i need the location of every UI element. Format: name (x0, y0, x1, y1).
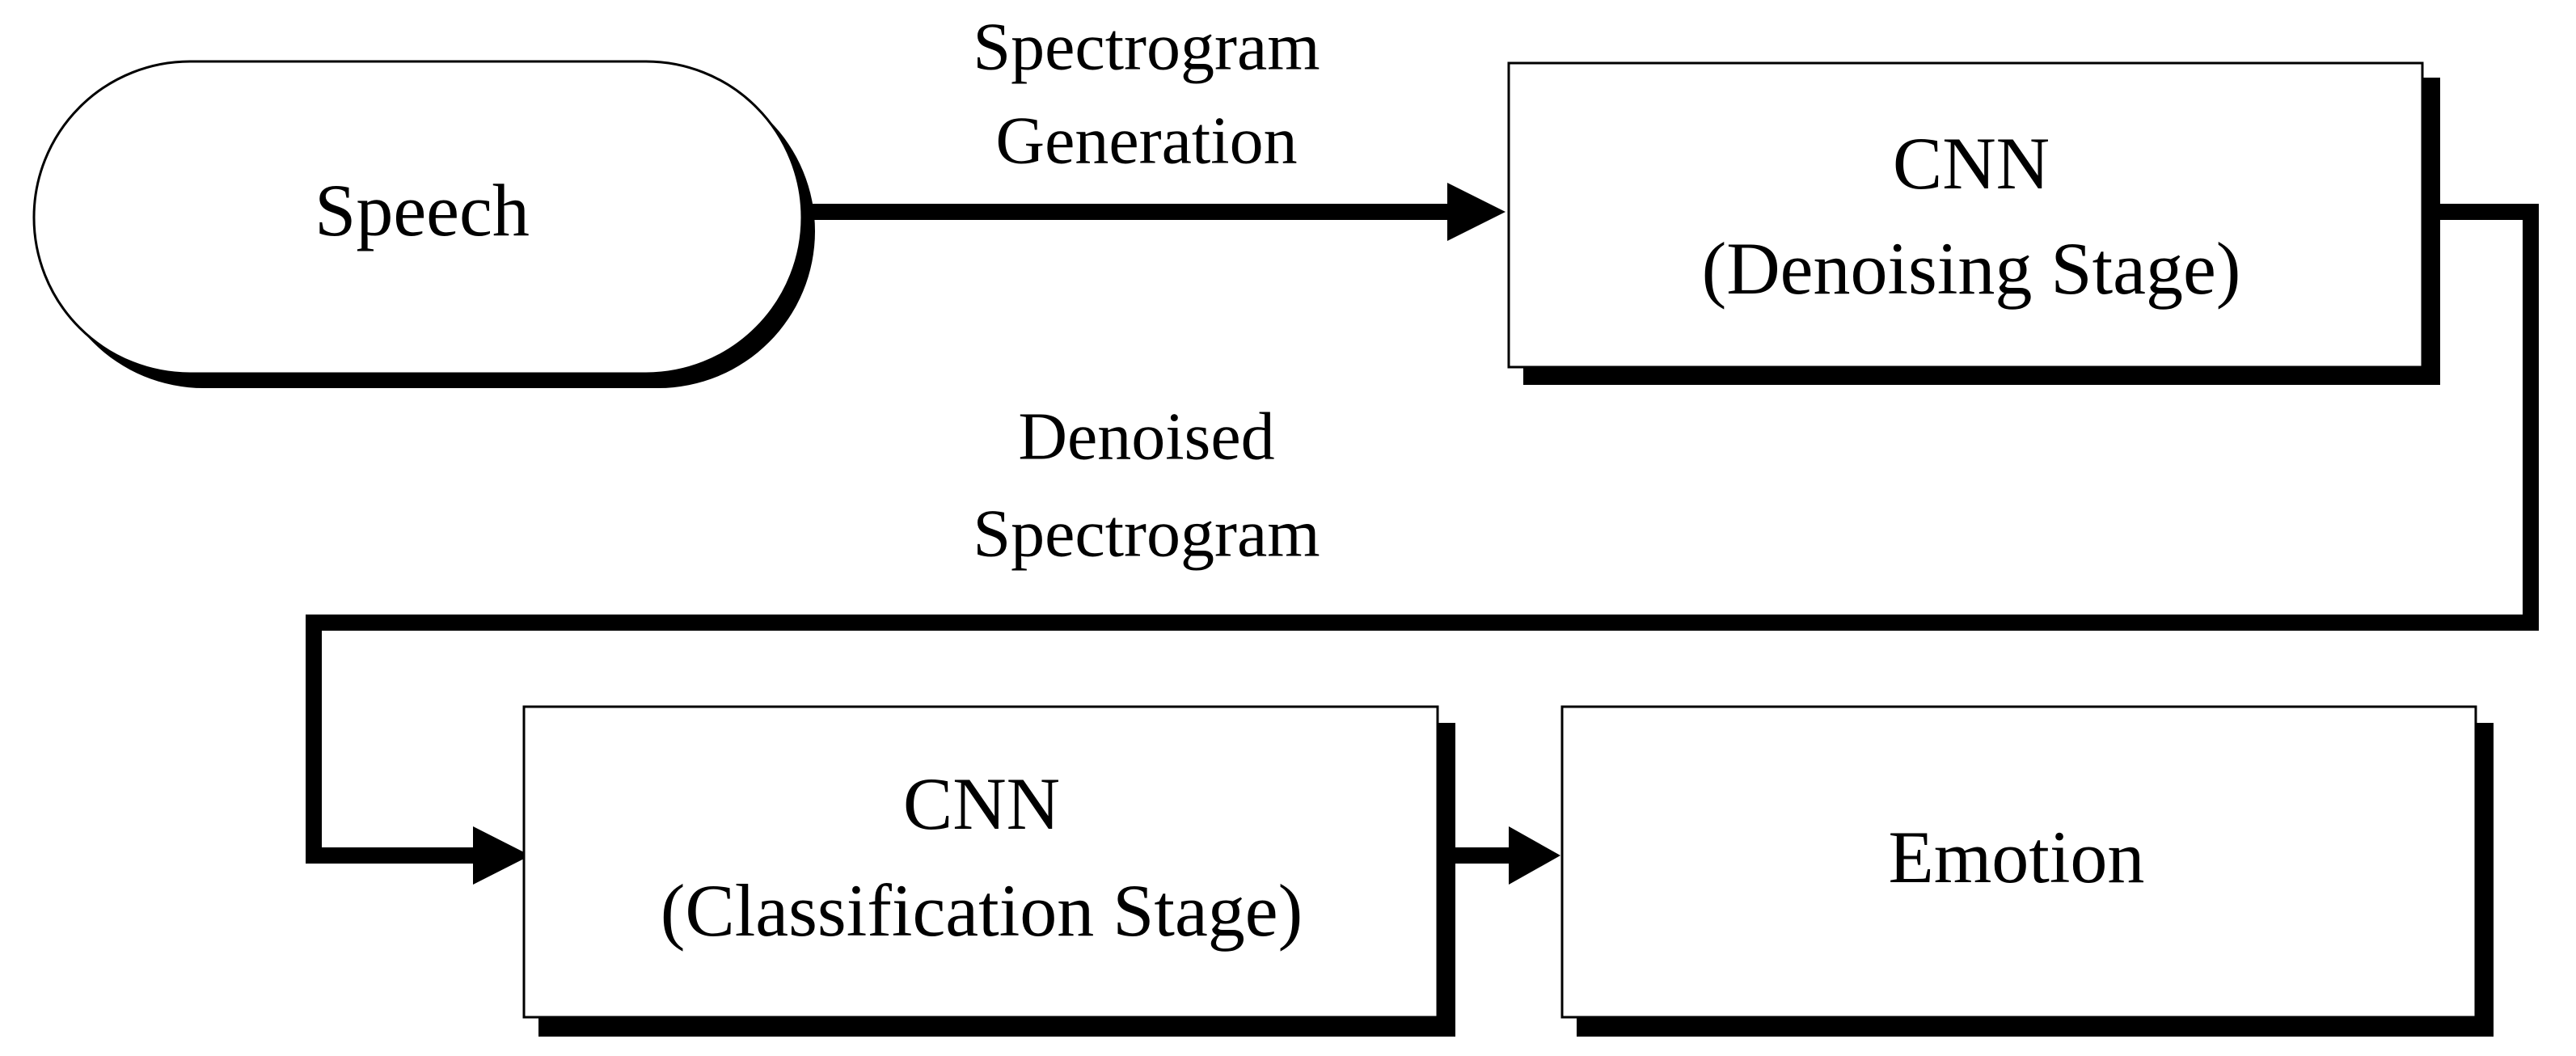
edge-label-denoised-spectrogram-line2: Spectrogram (973, 496, 1320, 571)
edge-denoising-to-classification (306, 204, 2539, 864)
cnn-classification-node: CNN (Classification Stage) (522, 705, 1455, 1037)
speech-node-shape (32, 60, 804, 375)
emotion-node-shape (1560, 705, 2477, 1019)
speech-node: Speech (32, 60, 815, 388)
edge-label-spectrogram-generation-line1: Spectrogram (973, 9, 1320, 84)
edge-label-denoised-spectrogram-line1: Denoised (1018, 399, 1274, 474)
cnn-denoising-subtitle: (Denoising Stage) (1702, 227, 2241, 310)
arrowhead-emotion (1509, 826, 1560, 885)
cnn-classification-subtitle: (Classification Stage) (661, 869, 1303, 952)
edge-label-spectrogram-generation-line2: Generation (995, 103, 1297, 178)
emotion-node: Emotion (1560, 705, 2494, 1037)
cnn-classification-title: CNN (903, 762, 1060, 845)
arrowhead-denoising (1447, 183, 1505, 241)
emotion-node-label: Emotion (1889, 816, 2145, 898)
speech-node-label: Speech (315, 169, 530, 251)
cnn-denoising-node: CNN (Denoising Stage) (1507, 61, 2440, 385)
cnn-classification-node-shape (522, 705, 1439, 1019)
arrowhead-classification (473, 826, 530, 885)
cnn-denoising-node-shape (1507, 61, 2424, 369)
cnn-denoising-title: CNN (1893, 122, 2050, 205)
